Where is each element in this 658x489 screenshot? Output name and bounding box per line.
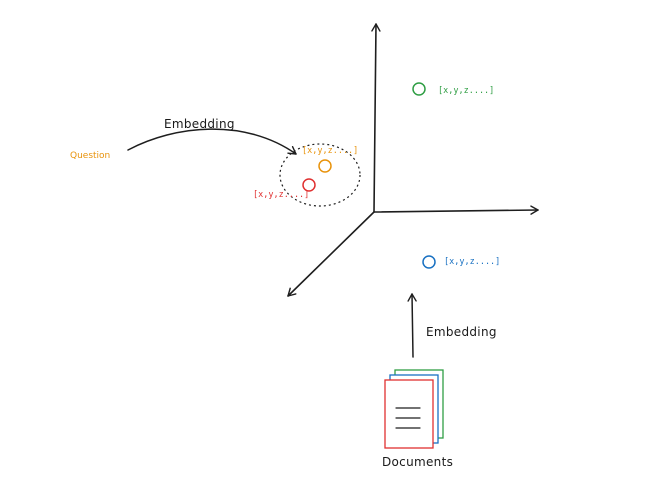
- red-vector-label: [x,y,z....]: [253, 190, 309, 200]
- blue-vector-label: [x,y,z....]: [444, 257, 500, 267]
- question-vector-label: [x,y,z....]: [302, 146, 358, 156]
- question-embedding-arrow: [127, 128, 297, 155]
- x-axis: [373, 205, 539, 215]
- document-stack-icon: [384, 369, 444, 449]
- question-label: Question: [70, 151, 110, 161]
- green-vector-label: [x,y,z....]: [438, 86, 494, 96]
- documents-embedding-arrow: [407, 293, 417, 358]
- blue-vector-point: [422, 255, 436, 269]
- z-axis: [287, 211, 375, 297]
- embedding-label-bottom: Embedding: [426, 325, 497, 339]
- axes: [287, 23, 539, 297]
- documents-label: Documents: [382, 455, 453, 469]
- embedding-label-top: Embedding: [164, 117, 235, 131]
- red-vector-point: [302, 178, 316, 192]
- y-axis: [371, 23, 381, 213]
- green-vector-point: [412, 82, 426, 96]
- question-vector-point: [318, 159, 332, 173]
- similarity-cluster: [279, 143, 361, 207]
